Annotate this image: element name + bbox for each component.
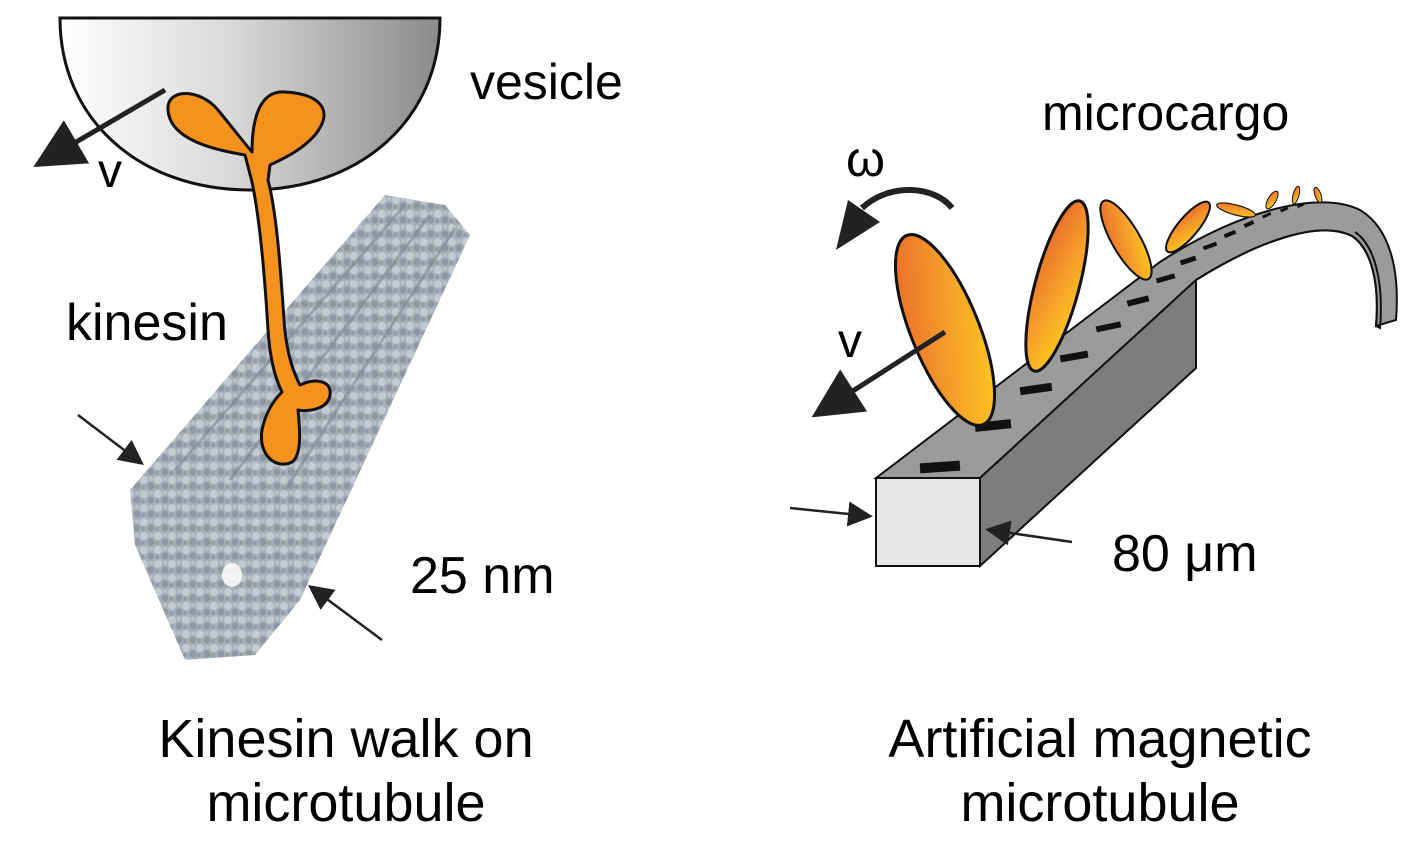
dimension-arrow-icon: [77, 414, 144, 466]
right-caption-line1: Artificial magnetic: [888, 709, 1312, 769]
microcargo-shape: [893, 185, 1323, 427]
omega-label: ω: [846, 131, 886, 187]
vesicle-shape: [58, 16, 442, 192]
right-caption: Artificial magnetic microtubule: [820, 708, 1380, 835]
dimension-arrow-icon: [985, 520, 1073, 546]
dimension-arrow-icon: [307, 585, 383, 642]
right-caption-line2: microtubule: [960, 772, 1240, 833]
left-caption-line1: Kinesin walk on: [158, 709, 534, 769]
velocity-arrow-icon: [33, 87, 167, 168]
left-caption: Kinesin walk on microtubule: [96, 708, 596, 835]
left-caption-line2: microtubule: [206, 772, 486, 833]
velocity-arrow-icon: [811, 329, 947, 418]
kinesin-shape: [166, 90, 332, 466]
microcargo-label: microcargo: [1042, 85, 1290, 141]
kinesin-label: kinesin: [66, 294, 228, 352]
velocity-label-right: v: [838, 315, 862, 368]
magnetic-beam-shape: [873, 201, 1398, 569]
diameter-label: 25 nm: [410, 547, 555, 605]
velocity-label-left: v: [98, 145, 122, 198]
rotation-arrow-icon: [836, 187, 955, 250]
width-label: 80 μm: [1112, 525, 1258, 583]
vesicle-label: vesicle: [470, 54, 623, 110]
dimension-arrow-icon: [789, 501, 873, 527]
